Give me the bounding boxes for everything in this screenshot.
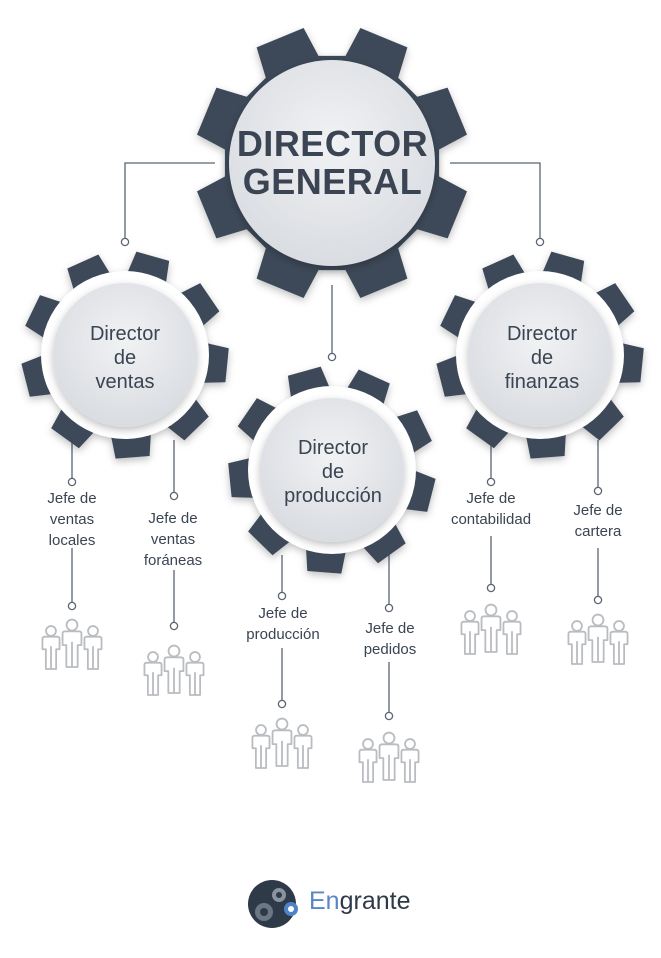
director-ventas-line-2: de xyxy=(113,347,137,369)
jefe-contabilidad-line-1: Jefe de xyxy=(466,490,516,507)
jefe-cartera-label: Jefe de cartera xyxy=(548,500,648,542)
director-produccion-line-3: producción xyxy=(284,485,382,507)
jefe-produccion-line-1: Jefe de xyxy=(258,605,308,622)
jefe-cartera-line-1: Jefe de xyxy=(573,502,623,519)
jefe-contabilidad-line-2: contabilidad xyxy=(450,511,532,528)
director-finanzas-line-1: Director xyxy=(506,323,577,345)
director-general-gear-icon xyxy=(197,28,467,298)
director-finanzas-gear-icon xyxy=(436,251,644,459)
director-finanzas-line-3: finanzas xyxy=(504,371,580,393)
connector-lines xyxy=(67,162,603,721)
director-finanzas-line-2: de xyxy=(530,347,554,369)
jefe-ventas-foraneas-line-1: Jefe de xyxy=(148,510,198,527)
director-ventas-gear-icon xyxy=(21,251,229,459)
jefe-ventas-foraneas-line-3: foráneas xyxy=(143,552,203,569)
director-produccion-line-1: Director xyxy=(297,437,368,459)
jefe-ventas-locales-line-2: ventas xyxy=(49,511,95,528)
engrante-logo-text: Engrante xyxy=(309,887,410,916)
jefe-pedidos-line-1: Jefe de xyxy=(365,620,415,637)
director-ventas-label: Director de ventas xyxy=(55,322,195,394)
team-ventas-locales-icon xyxy=(41,618,103,670)
jefe-pedidos-label: Jefe de pedidos xyxy=(340,618,440,660)
director-general-title: DIRECTOR GENERAL xyxy=(215,125,450,201)
jefe-ventas-locales-label: Jefe de ventas locales xyxy=(22,488,122,551)
team-ventas-foraneas-icon xyxy=(143,644,205,696)
director-finanzas-label: Director de finanzas xyxy=(472,322,612,394)
engrante-logo-icon xyxy=(248,880,298,928)
director-produccion-label: Director de producción xyxy=(258,436,408,508)
director-general-line-2: GENERAL xyxy=(242,161,423,202)
director-produccion-line-2: de xyxy=(321,461,345,483)
director-general-line-1: DIRECTOR xyxy=(236,123,429,164)
team-produccion-icon xyxy=(251,717,313,769)
team-cartera-icon xyxy=(567,613,629,665)
jefe-produccion-label: Jefe de producción xyxy=(233,603,333,645)
jefe-ventas-foraneas-line-2: ventas xyxy=(150,531,196,548)
jefe-contabilidad-label: Jefe de contabilidad xyxy=(436,488,546,530)
logo-text-suffix: grante xyxy=(339,887,411,915)
logo-text-prefix: En xyxy=(309,887,340,915)
jefe-produccion-line-2: producción xyxy=(246,626,320,643)
jefe-ventas-foraneas-label: Jefe de ventas foráneas xyxy=(123,508,223,571)
director-ventas-line-1: Director xyxy=(89,323,160,345)
jefe-cartera-line-2: cartera xyxy=(574,523,622,540)
jefe-pedidos-line-2: pedidos xyxy=(363,641,417,658)
jefe-ventas-locales-line-1: Jefe de xyxy=(47,490,97,507)
jefe-ventas-locales-line-3: locales xyxy=(48,532,96,549)
team-contabilidad-icon xyxy=(460,603,522,655)
director-produccion-gear-icon xyxy=(228,366,436,574)
director-ventas-line-3: ventas xyxy=(95,371,155,393)
team-pedidos-icon xyxy=(358,731,420,783)
